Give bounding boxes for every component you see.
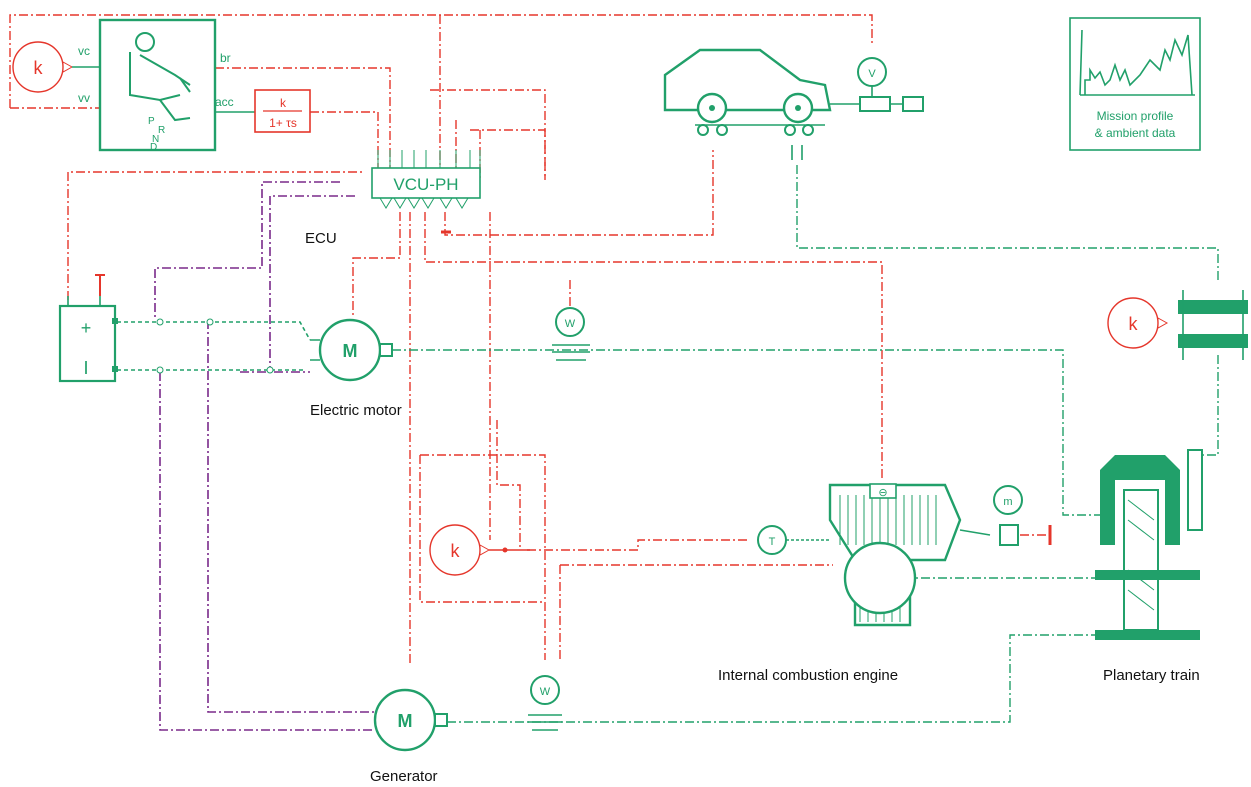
planetary-train-label: Planetary train: [1103, 667, 1200, 684]
gain-block-top[interactable]: k: [12, 41, 100, 93]
speed-sensor-generator[interactable]: W: [528, 675, 562, 731]
svg-text:vc: vc: [78, 44, 90, 58]
svg-text:k: k: [280, 96, 287, 110]
generator-label: Generator: [370, 768, 438, 785]
svg-text:I: I: [83, 358, 88, 378]
ecu-label: ECU: [305, 230, 337, 247]
vcu-block[interactable]: VCU-PH: [371, 150, 481, 234]
generator[interactable]: M: [373, 688, 448, 752]
svg-text:k: k: [451, 541, 461, 561]
svg-text:V: V: [868, 68, 876, 80]
velocity-sensor[interactable]: V: [857, 57, 887, 97]
svg-text:k: k: [1129, 314, 1139, 334]
svg-text:N: N: [152, 134, 159, 145]
svg-text:VCU-PH: VCU-PH: [393, 175, 458, 194]
svg-text:W: W: [540, 686, 551, 698]
gain-block-right[interactable]: k: [1107, 297, 1169, 349]
svg-text:R: R: [158, 125, 165, 136]
svg-text:& ambient data: & ambient data: [1095, 126, 1176, 140]
speed-sensor-motor[interactable]: W: [552, 307, 590, 361]
svg-text:M: M: [343, 341, 358, 361]
engine-fins-icon: [839, 495, 937, 622]
electric-motor[interactable]: M: [310, 318, 393, 382]
mechanical-lines: [375, 165, 1219, 723]
electrical-lines: [154, 181, 375, 731]
vehicle[interactable]: [663, 48, 924, 160]
torque-sensor[interactable]: T: [757, 525, 830, 555]
svg-text:+: +: [81, 318, 92, 338]
svg-text:P: P: [148, 116, 155, 127]
svg-text:D: D: [150, 142, 157, 153]
electric-motor-label: Electric motor: [310, 402, 402, 419]
svg-text:1+ τs: 1+ τs: [269, 116, 297, 130]
svg-text:vv: vv: [78, 91, 90, 105]
combustion-engine-label: Internal combustion engine: [718, 667, 898, 684]
svg-text:T: T: [769, 536, 776, 548]
svg-text:m: m: [1003, 496, 1012, 508]
svg-text:br: br: [220, 51, 231, 65]
battery-wiring: [117, 318, 311, 374]
svg-text:k: k: [34, 58, 44, 78]
svg-text:acc: acc: [215, 95, 234, 109]
svg-text:W: W: [565, 318, 576, 330]
svg-text:⊖: ⊖: [878, 487, 887, 499]
gain-block-mid[interactable]: k: [429, 524, 530, 576]
battery[interactable]: + I: [58, 274, 118, 383]
svg-text:M: M: [398, 711, 413, 731]
planetary-train[interactable]: [1095, 449, 1203, 640]
combustion-engine[interactable]: ⊖: [828, 483, 991, 627]
mission-profile-block[interactable]: Mission profile & ambient data: [1069, 17, 1201, 151]
driver-block[interactable]: vc vv br acc P R N D: [78, 18, 255, 153]
mass-flow-sensor[interactable]: m: [993, 485, 1052, 546]
filter-block[interactable]: k 1+ τs: [254, 89, 311, 133]
clutch[interactable]: [1178, 290, 1248, 360]
driver-icon: [129, 32, 191, 122]
svg-text:Mission profile: Mission profile: [1097, 109, 1174, 123]
